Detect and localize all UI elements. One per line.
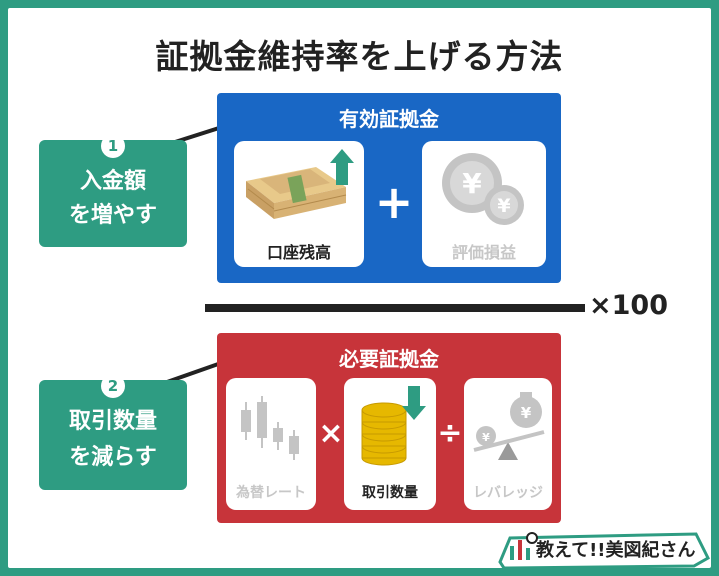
leverage-card: ¥ ¥ レバレッジ — [464, 378, 552, 510]
logo-text: 教えて!!美図紀さん — [536, 540, 696, 561]
times-operator: × — [318, 416, 344, 451]
brand-logo: 教えて!!美図紀さん — [496, 528, 711, 570]
svg-text:¥: ¥ — [482, 431, 490, 444]
account-balance-label: 口座残高 — [266, 243, 331, 262]
multiplier-label: ×100 — [589, 290, 668, 321]
account-balance-card: 口座残高 — [234, 141, 364, 267]
plus-operator: + — [374, 175, 414, 229]
yen-coins-icon: ¥ ¥ — [442, 153, 524, 225]
unrealized-pl-card: ¥ ¥ 評価損益 — [422, 141, 546, 267]
effective-margin-panel: 有効証拠金 口座残高 + ¥ ¥ 評価損益 — [217, 93, 561, 283]
svg-text:¥: ¥ — [462, 167, 482, 200]
page-title: 証拠金維持率を上げる方法 — [155, 37, 564, 76]
exchange-rate-card: 為替レート — [226, 378, 316, 510]
leverage-seesaw-icon: ¥ ¥ — [473, 392, 545, 460]
callout-number-2: 2 — [101, 374, 125, 398]
required-margin-panel: 必要証拠金 為替レート × — [217, 333, 561, 523]
callout-2-line2: を減らす — [69, 445, 157, 470]
callout-1-line1: 入金額 — [79, 169, 146, 194]
svg-text:¥: ¥ — [497, 195, 510, 217]
coin-stack-icon — [361, 386, 426, 466]
cash-stack-icon — [246, 149, 354, 219]
required-margin-title: 必要証拠金 — [339, 347, 439, 371]
effective-margin-title: 有効証拠金 — [339, 107, 439, 131]
candlestick-icon — [241, 396, 299, 460]
callout-number-1: 1 — [101, 134, 125, 158]
callout-1-line2: を増やす — [68, 203, 157, 228]
divide-operator: ÷ — [437, 416, 463, 451]
exchange-rate-label: 為替レート — [236, 485, 306, 501]
svg-text:¥: ¥ — [521, 404, 532, 422]
callout-2-line1: 取引数量 — [68, 409, 157, 434]
trade-volume-card: 取引数量 — [344, 378, 436, 510]
callout-reduce-volume: 2 取引数量 を減らす — [39, 374, 187, 490]
unrealized-pl-label: 評価損益 — [451, 243, 516, 262]
fraction-bar — [205, 304, 585, 312]
callout-increase-deposit: 1 入金額 を増やす — [39, 134, 187, 247]
leverage-label: レバレッジ — [473, 485, 543, 501]
trade-volume-label: 取引数量 — [362, 485, 418, 501]
